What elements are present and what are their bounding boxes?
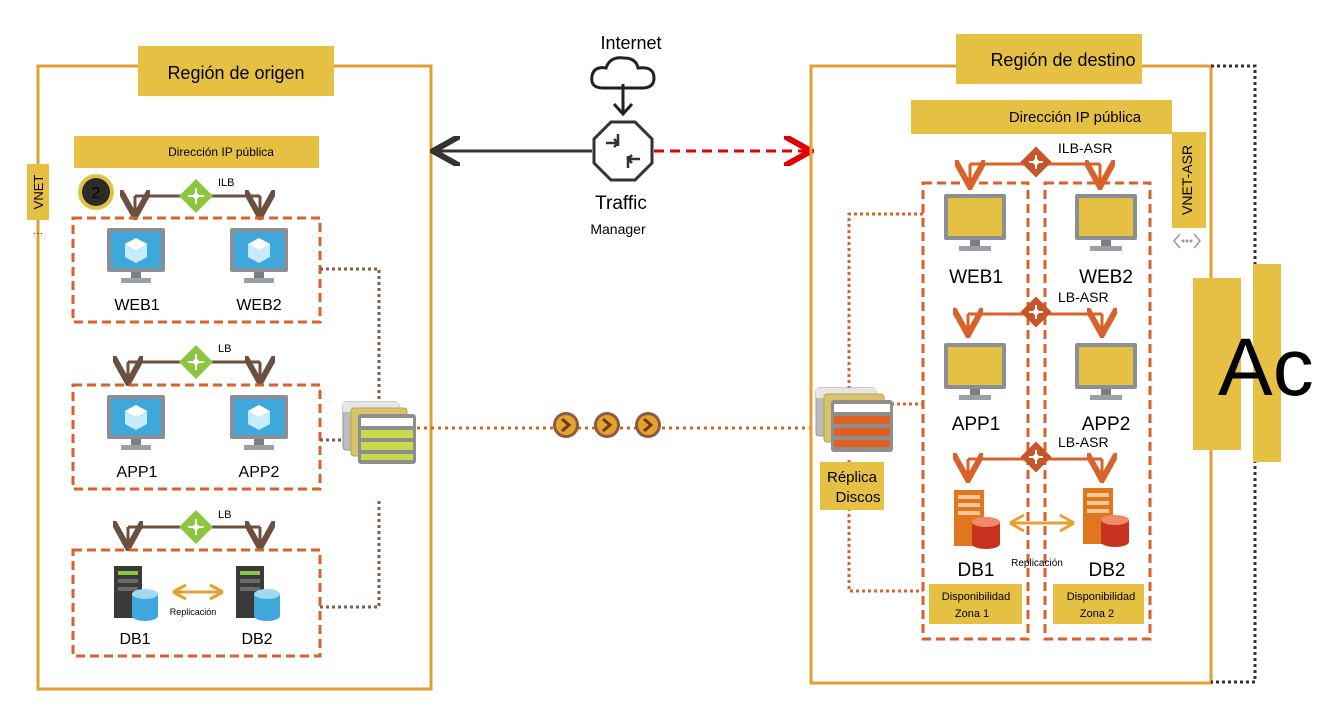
source-lb-app-icon xyxy=(178,344,214,380)
target-db2-label: DB2 xyxy=(1089,560,1126,581)
traffic-manager-title: Traffic xyxy=(595,193,647,214)
target-app1-label: APP1 xyxy=(952,414,1001,435)
target-ilb-icon xyxy=(1019,145,1053,179)
source-db1-icon xyxy=(114,566,158,621)
source-ilb-icon xyxy=(178,178,214,214)
target-vnet-tag xyxy=(1172,132,1206,228)
overlay-bar-left xyxy=(1193,278,1241,450)
source-db2-icon xyxy=(236,566,280,621)
target-web2-label: WEB2 xyxy=(1079,267,1133,288)
replica-disks-label-box xyxy=(820,462,884,510)
target-zone1-line2: Zona 1 xyxy=(955,608,989,620)
replica-disks-line1: Réplica xyxy=(827,469,878,486)
replication-dot-1 xyxy=(551,410,581,440)
source-db1-label: DB1 xyxy=(119,631,150,648)
source-app1-icon xyxy=(107,395,165,450)
target-lb-db-icon xyxy=(1019,440,1053,474)
replication-dot-3 xyxy=(633,410,663,440)
target-lb-db-label: LB-ASR xyxy=(1058,434,1109,450)
target-web1-label: WEB1 xyxy=(949,267,1003,288)
source-app2-label: APP2 xyxy=(239,464,280,481)
target-web1-icon xyxy=(944,194,1006,251)
source-region-title: Región de origen xyxy=(167,63,304,83)
source-ilb-label: ILB xyxy=(218,177,235,189)
source-public-ip-box xyxy=(74,136,319,168)
internet-down-arrow xyxy=(612,84,634,117)
source-web2-label: WEB2 xyxy=(236,297,281,314)
target-app2-icon xyxy=(1075,343,1137,400)
step-badge: 2 xyxy=(78,174,114,210)
target-public-ip-label: Dirección IP pública xyxy=(1009,109,1142,126)
target-disk-stack xyxy=(815,387,893,452)
target-zone2-line2: Zona 2 xyxy=(1080,608,1114,620)
target-lb-app-icon xyxy=(1019,295,1053,329)
target-db1-label: DB1 xyxy=(958,560,995,581)
target-ilb-label: ILB-ASR xyxy=(1058,140,1112,156)
source-app1-label: APP1 xyxy=(117,464,158,481)
source-disk-stack xyxy=(342,401,416,464)
target-app1-icon xyxy=(944,343,1006,400)
source-public-ip-label: Dirección IP pública xyxy=(168,145,274,159)
traffic-manager-icon xyxy=(592,120,654,182)
target-db1-icon xyxy=(954,490,1000,549)
source-replication-arrow xyxy=(172,583,224,601)
source-web1-icon xyxy=(107,228,165,283)
replication-dot-2 xyxy=(592,410,622,440)
target-db2-icon xyxy=(1083,488,1129,547)
source-replication-label: Replicación xyxy=(170,607,217,617)
source-disk-dotted-links xyxy=(320,267,381,609)
target-zone2-line1: Disponibilidad xyxy=(1067,591,1136,603)
target-web2-icon xyxy=(1075,194,1137,251)
step-number: 2 xyxy=(92,185,101,202)
target-zone1-line1: Disponibilidad xyxy=(942,591,1011,603)
target-app2-label: APP2 xyxy=(1082,414,1131,435)
source-web1-label: WEB1 xyxy=(114,297,159,314)
overlay-text: Ac xyxy=(1218,322,1314,413)
target-zone2-label-box xyxy=(1053,584,1144,624)
source-vnet-tag xyxy=(27,164,49,220)
source-vnet-label: VNET xyxy=(31,175,46,210)
target-public-ip-box xyxy=(911,100,1172,134)
source-app2-icon xyxy=(230,395,288,450)
source-lb-app-label: LB xyxy=(218,343,231,355)
source-lb-db-icon xyxy=(178,509,214,545)
target-replication-label: Replicación xyxy=(1011,558,1063,569)
target-lb-app-label: LB-ASR xyxy=(1058,289,1109,305)
target-zone1-label-box xyxy=(929,584,1022,624)
source-lb-db-label: LB xyxy=(218,509,231,521)
source-db-tier xyxy=(71,548,322,658)
source-web2-icon xyxy=(230,228,288,283)
traffic-manager-subtitle: Manager xyxy=(590,221,646,237)
overlay-bar-right xyxy=(1253,264,1281,462)
source-region-title-box xyxy=(138,46,334,96)
target-region-title: Región de destino xyxy=(990,50,1135,70)
target-vnet-label: VNET-ASR xyxy=(1179,145,1195,215)
internet-label: Internet xyxy=(600,33,661,53)
source-app-tier xyxy=(71,383,322,491)
target-replication-arrow xyxy=(1009,513,1075,533)
source-vnet-ellipsis: ··· xyxy=(33,228,43,239)
target-region-title-box xyxy=(956,34,1142,84)
target-vnet-icon xyxy=(1173,233,1201,249)
source-db2-label: DB2 xyxy=(241,631,272,648)
cloud-icon xyxy=(590,56,656,90)
replica-disks-line2: Discos xyxy=(835,489,880,506)
